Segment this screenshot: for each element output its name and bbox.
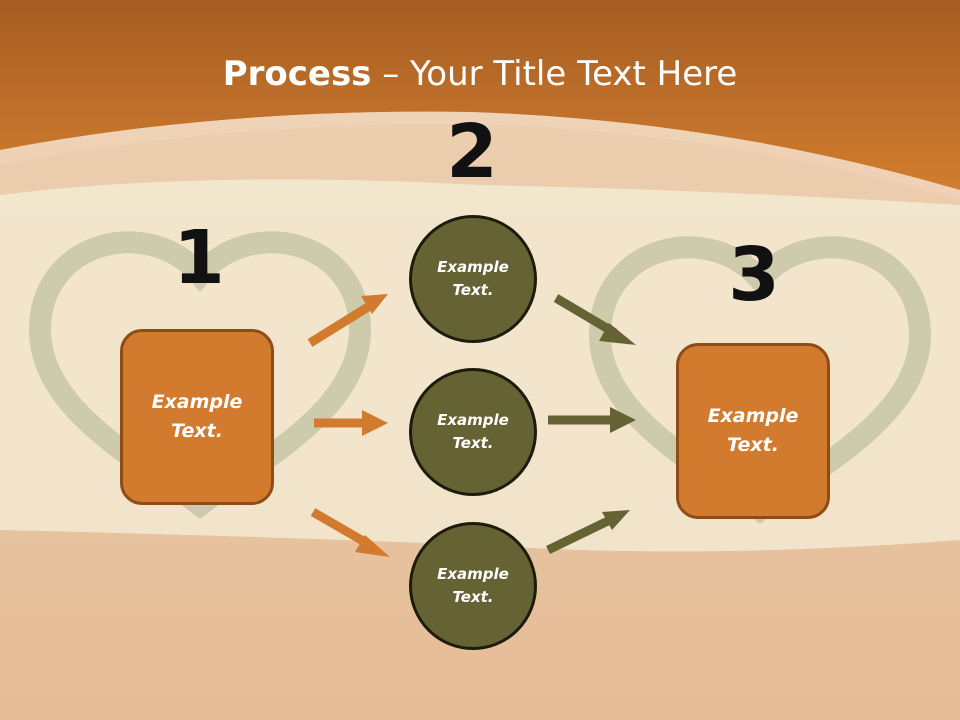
arrow-box-to-top [307, 294, 388, 347]
step-3-line1: Example [707, 405, 799, 427]
arrow-middle-to-right-box [548, 407, 636, 433]
circle-top-line2: Text. [452, 281, 494, 299]
step-3-box: Example Text. [676, 343, 830, 519]
step-2-circle-bottom: Example Text. [409, 522, 537, 650]
step-1-line2: Text. [171, 420, 223, 442]
step-2-circle-middle: Example Text. [409, 368, 537, 496]
arrow-box-to-middle [314, 410, 388, 436]
circle-middle-line2: Text. [452, 434, 494, 452]
circle-middle-line1: Example [437, 411, 509, 429]
step-number-3: 3 [728, 232, 780, 318]
step-number-2: 2 [446, 109, 498, 195]
slide-title: Process – Your Title Text Here [0, 52, 960, 96]
circle-bottom-line1: Example [437, 565, 509, 583]
circle-bottom-line2: Text. [452, 588, 494, 606]
step-number-1: 1 [173, 215, 225, 301]
step-1-box: Example Text. [120, 329, 274, 505]
arrow-bottom-to-right-box [546, 510, 630, 555]
circle-top-line1: Example [437, 258, 509, 276]
title-bold: Process [222, 54, 372, 94]
step-1-line1: Example [151, 391, 243, 413]
arrow-box-to-bottom [310, 508, 390, 557]
step-2-circle-top: Example Text. [409, 215, 537, 343]
title-rest: – Your Title Text Here [371, 54, 738, 94]
arrow-top-to-right-box [553, 294, 636, 345]
step-3-line2: Text. [727, 434, 779, 456]
